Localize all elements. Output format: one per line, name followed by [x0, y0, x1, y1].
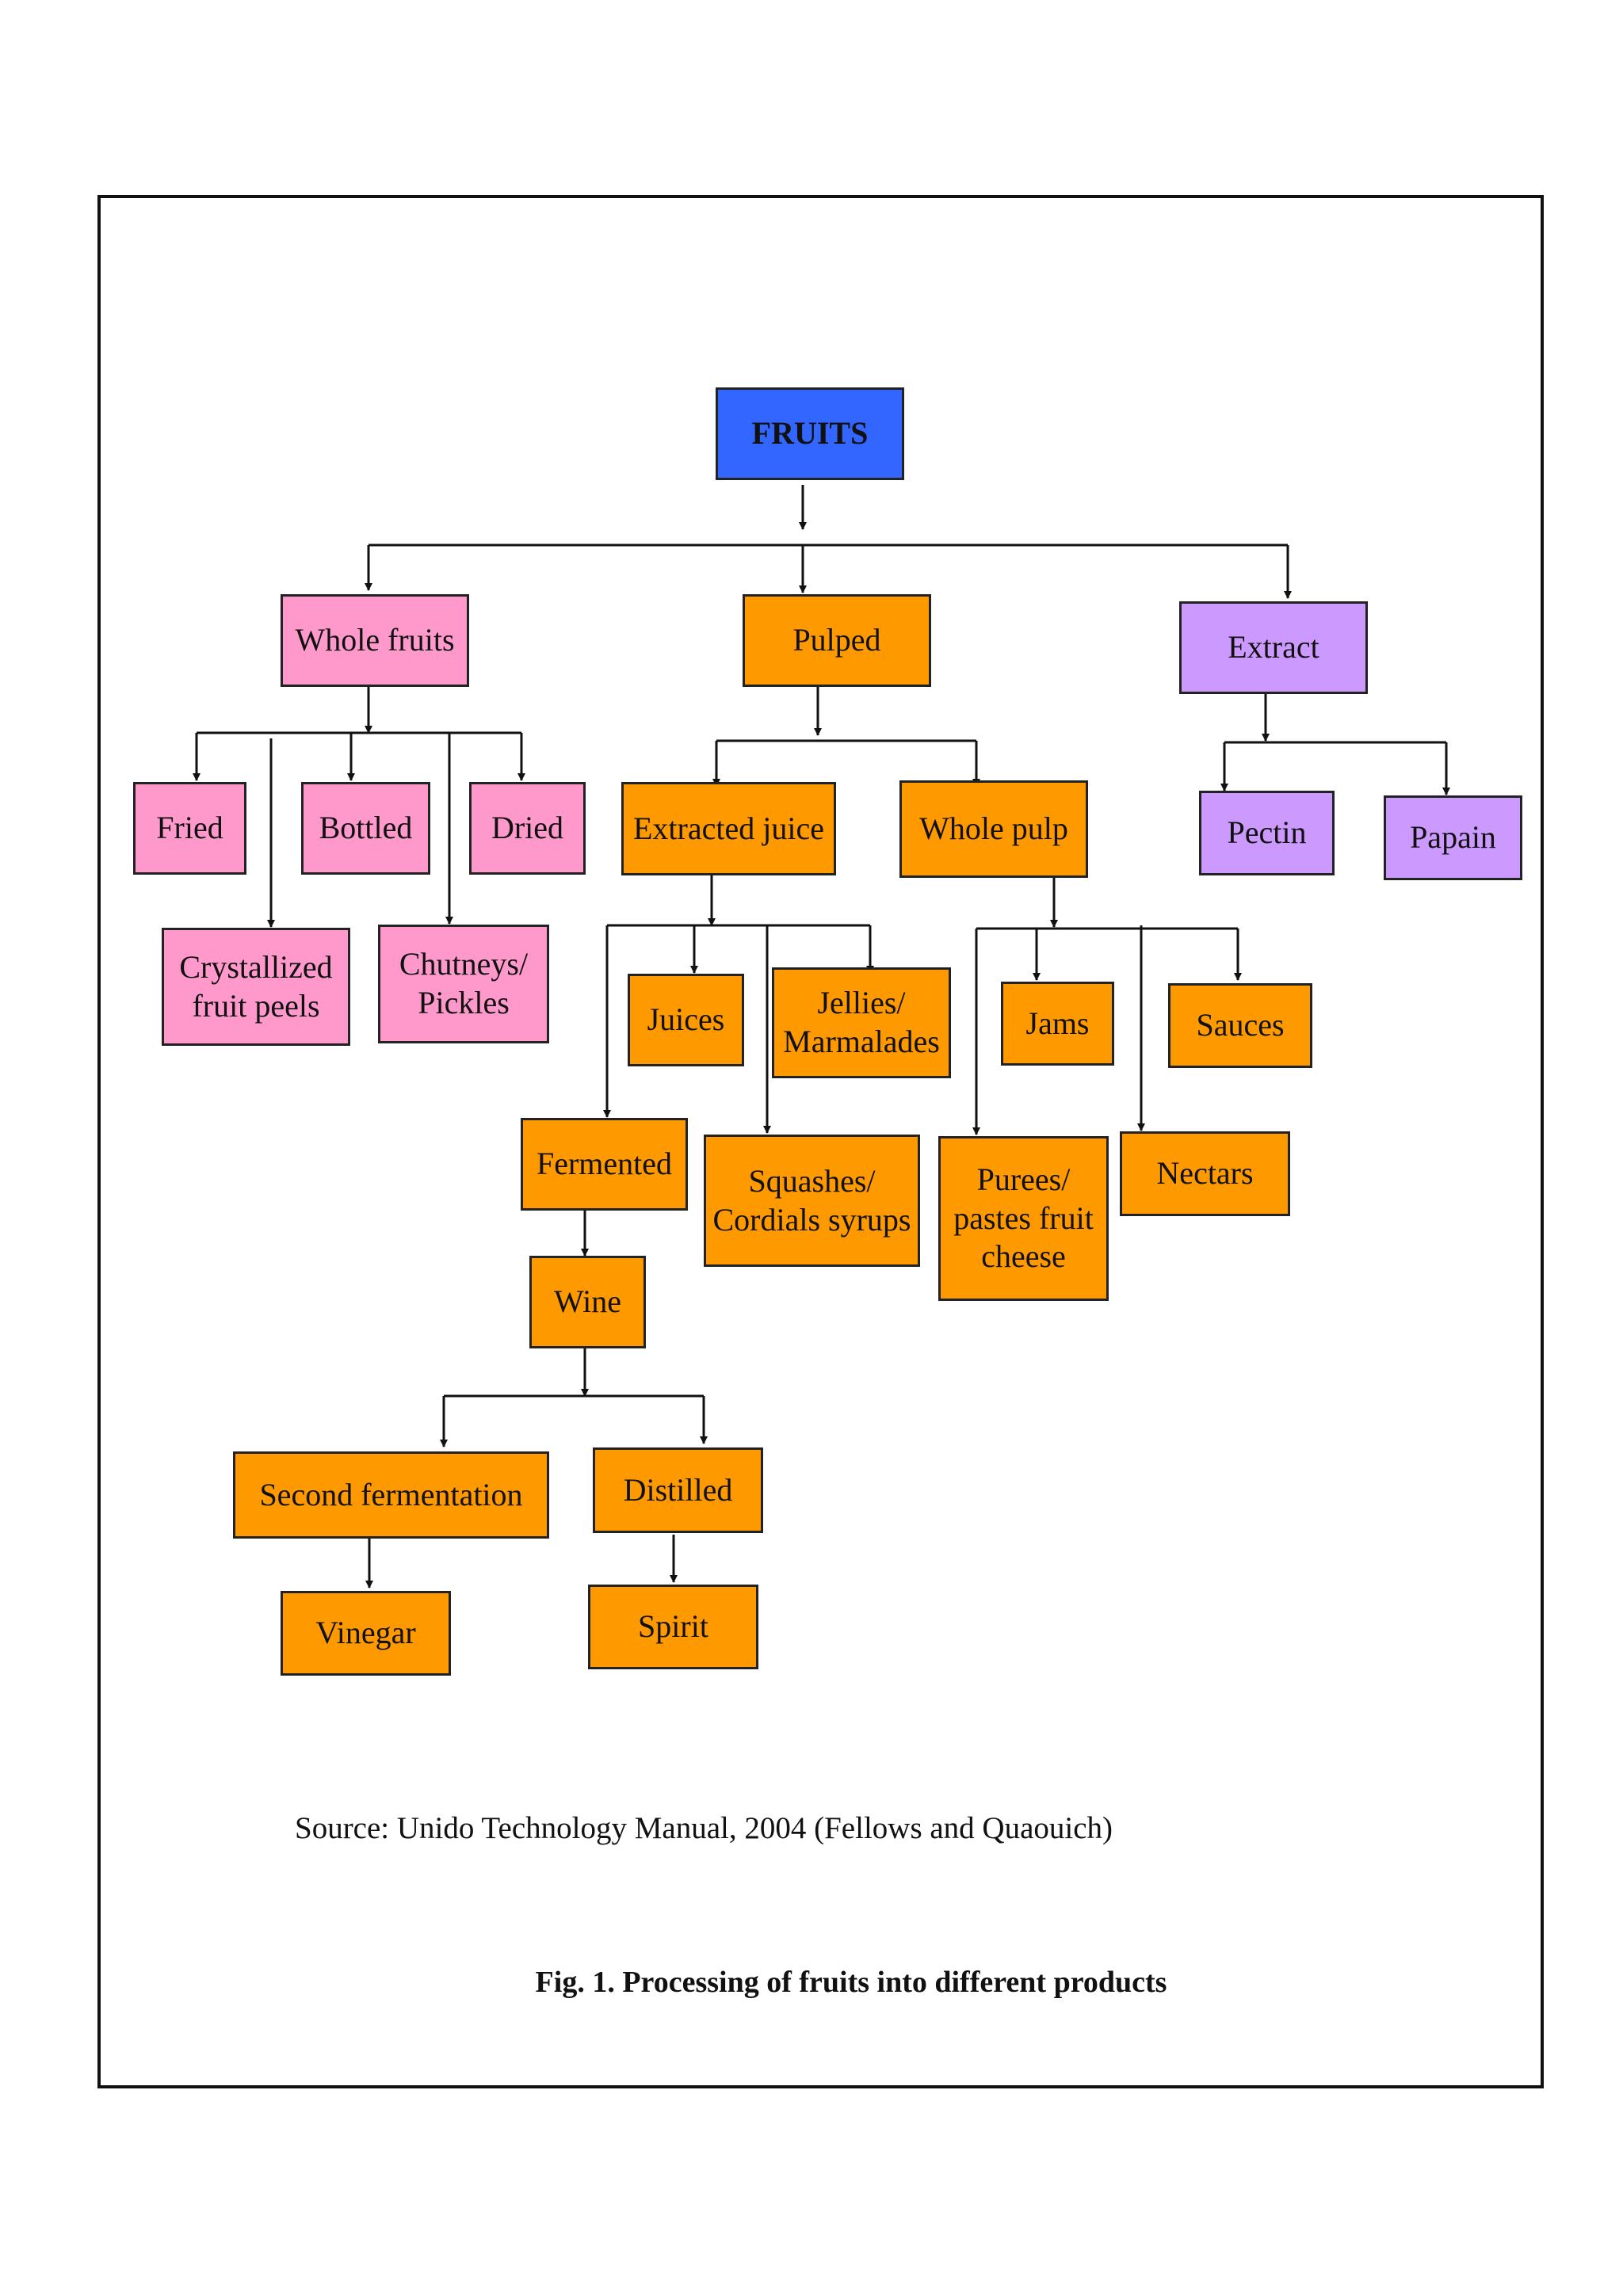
node-fruits: FRUITS: [716, 387, 904, 480]
node-pulped-label: Pulped: [792, 622, 881, 658]
node-juices: Juices: [628, 974, 744, 1066]
node-pulped: Pulped: [743, 594, 931, 687]
node-sauces: Sauces: [1168, 983, 1312, 1068]
node-papain: Papain: [1384, 795, 1522, 880]
node-jellies-marmalades: Jellies/ Marmalades: [772, 967, 951, 1078]
node-extract: Extract: [1179, 601, 1368, 694]
node-whole-pulp-label: Whole pulp: [919, 810, 1068, 847]
node-purees-pastes-fruit-cheese-label: Purees/ pastes fruit cheese: [953, 1161, 1094, 1275]
node-jellies-marmalades-label: Jellies/ Marmalades: [783, 985, 940, 1059]
node-papain-label: Papain: [1410, 819, 1496, 856]
node-dried-label: Dried: [491, 810, 564, 846]
node-crystallized-fruit-peels: Crystallized fruit peels: [162, 928, 350, 1046]
node-extracted-juice: Extracted juice: [621, 782, 836, 875]
node-chutneys-pickles-label: Chutneys/ Pickles: [399, 946, 529, 1020]
node-fermented: Fermented: [521, 1118, 688, 1211]
node-distilled: Distilled: [593, 1447, 763, 1533]
node-dried: Dried: [469, 782, 586, 875]
node-pectin: Pectin: [1199, 791, 1335, 875]
node-second-fermentation-label: Second fermentation: [259, 1476, 523, 1512]
node-wine-label: Wine: [553, 1283, 622, 1320]
node-whole-fruits: Whole fruits: [281, 594, 469, 687]
node-spirit-label: Spirit: [638, 1608, 708, 1645]
figure-caption: Fig. 1. Processing of fruits into differ…: [0, 1965, 1623, 2000]
node-fried-label: Fried: [156, 810, 223, 846]
node-sauces-label: Sauces: [1196, 1007, 1285, 1043]
node-distilled-label: Distilled: [623, 1471, 733, 1508]
node-vinegar-label: Vinegar: [315, 1615, 416, 1651]
node-chutneys-pickles: Chutneys/ Pickles: [378, 925, 549, 1043]
node-jams: Jams: [1001, 982, 1114, 1066]
node-bottled-label: Bottled: [319, 810, 413, 846]
node-jams-label: Jams: [1025, 1005, 1090, 1041]
node-squashes-cordials-syrups: Squashes/ Cordials syrups: [704, 1135, 920, 1267]
node-nectars: Nectars: [1120, 1131, 1290, 1216]
node-wine: Wine: [529, 1256, 646, 1348]
node-second-fermentation: Second fermentation: [233, 1451, 549, 1539]
node-purees-pastes-fruit-cheese: Purees/ pastes fruit cheese: [938, 1136, 1109, 1301]
source-note: Source: Unido Technology Manual, 2004 (F…: [295, 1811, 1113, 1845]
node-pectin-label: Pectin: [1227, 814, 1307, 851]
node-nectars-label: Nectars: [1156, 1155, 1254, 1192]
node-fermented-label: Fermented: [536, 1146, 673, 1182]
node-squashes-cordials-syrups-label: Squashes/ Cordials syrups: [712, 1162, 911, 1238]
node-extracted-juice-label: Extracted juice: [633, 810, 824, 846]
node-bottled: Bottled: [301, 782, 430, 875]
node-juices-label: Juices: [647, 1001, 725, 1038]
figure-frame: [97, 195, 1544, 2088]
node-extract-label: Extract: [1228, 629, 1319, 666]
node-crystallized-fruit-peels-label: Crystallized fruit peels: [179, 948, 333, 1024]
node-fried: Fried: [133, 782, 246, 875]
node-spirit: Spirit: [588, 1585, 758, 1669]
figure-caption-text: Fig. 1. Processing of fruits into differ…: [535, 1966, 1167, 1999]
node-vinegar: Vinegar: [281, 1591, 451, 1676]
node-fruits-label: FRUITS: [751, 415, 869, 452]
node-whole-fruits-label: Whole fruits: [295, 622, 455, 658]
node-whole-pulp: Whole pulp: [899, 780, 1088, 878]
